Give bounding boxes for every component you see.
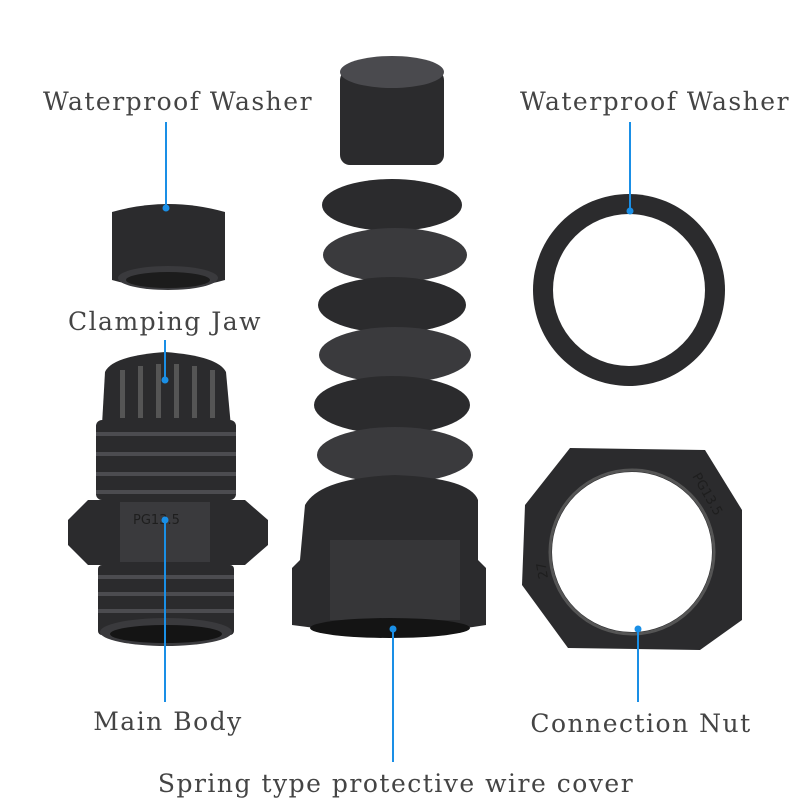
leader-dot [162,204,170,212]
leader-dot [161,376,169,384]
leader-dot [626,207,634,215]
spring-cover-part [292,56,486,638]
leader-dot [389,625,397,633]
nut-size-marking: 27 [534,561,552,580]
connection-nut-part: PG13.5 27 [522,448,742,650]
main-body-part: PG13.5 [68,352,268,646]
small-washer-part [112,204,225,290]
large-washer-part [533,194,725,386]
label-main-body: Main Body [93,707,243,736]
label-waterproof-washer-left: Waterproof Washer [43,87,313,116]
leader-dot [634,625,642,633]
leader-lines [161,122,642,762]
leader-dot [161,516,169,524]
label-clamping-jaw: Clamping Jaw [68,307,262,336]
label-waterproof-washer-right: Waterproof Washer [520,87,790,116]
body-marking: PG13.5 [133,513,180,528]
label-spring-cover: Spring type protective wire cover [158,769,634,798]
label-connection-nut: Connection Nut [530,709,751,738]
